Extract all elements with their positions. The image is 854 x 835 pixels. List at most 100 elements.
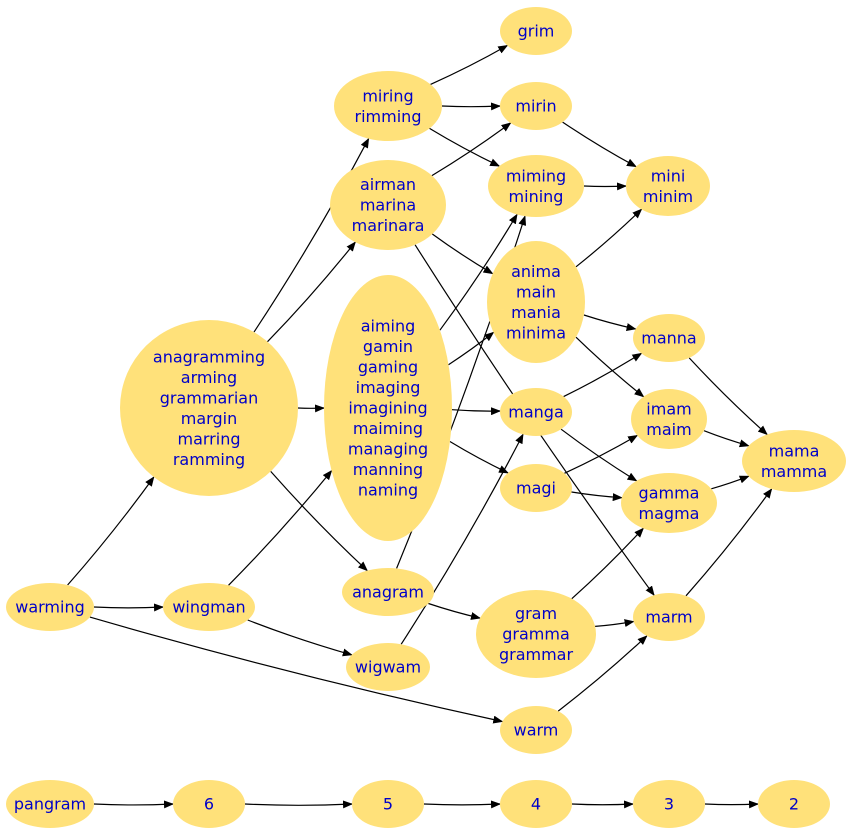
node-shape [500, 464, 572, 512]
node-label: pangram [14, 795, 86, 814]
edge-line [89, 616, 504, 724]
edge-n6-to-n5 [244, 800, 353, 809]
node-label: mamma [761, 462, 827, 481]
node-n6: 6 [173, 780, 245, 828]
edge-airman-to-anima [431, 233, 494, 275]
node-label: managing [348, 440, 428, 459]
node-pangram: pangram [6, 780, 94, 828]
node-label: anagram [352, 583, 424, 602]
edge-line [575, 208, 643, 268]
node-label: gramma [502, 625, 570, 644]
node-marm: marm [633, 593, 705, 641]
edge-miring-to-grim [430, 44, 509, 85]
node-label: wigwam [355, 658, 421, 677]
node-manna: manna [633, 314, 705, 362]
node-label: aiming [361, 317, 416, 336]
edge-anagramming-to-anagram [270, 471, 368, 572]
edge-line [67, 476, 155, 586]
edge-n5-to-n4 [423, 800, 501, 809]
node-label: wingman [172, 598, 245, 617]
node-mama: mama mamma [742, 430, 846, 492]
edge-line [563, 352, 643, 398]
edge-line [575, 336, 645, 398]
node-label: imaging [356, 378, 421, 397]
node-manga: manga [500, 388, 572, 436]
edge-miming-to-mini [583, 182, 627, 191]
node-label: marring [177, 429, 240, 448]
node-shape [476, 590, 596, 678]
node-magi: magi [500, 464, 572, 512]
node-shape [346, 643, 430, 691]
edge-gram-to-marm [595, 619, 635, 628]
node-label: 3 [664, 795, 674, 814]
edge-line [703, 430, 750, 448]
edge-line [431, 122, 512, 177]
edge-line [571, 527, 644, 600]
node-label: grammar [499, 645, 574, 664]
edge-line [704, 800, 759, 809]
nodes: grimmiringrimmingmirinairmanmarinamarina… [6, 7, 846, 828]
node-n5: 5 [352, 780, 424, 828]
edge-wingman-to-aiming [228, 469, 333, 586]
edge-warm-to-marm [557, 635, 648, 712]
node-shape [163, 583, 255, 631]
node-label: grammarian [160, 388, 258, 407]
edge-aiming-to-miming [439, 213, 518, 331]
edge-airman-to-mirin [431, 122, 512, 177]
edge-line [429, 127, 501, 167]
node-label: miring [362, 86, 413, 105]
edge-line [93, 603, 164, 612]
node-shape [6, 583, 94, 631]
node-label: marina [360, 196, 416, 215]
node-shape [487, 241, 585, 363]
node-wigwam: wigwam [346, 643, 430, 691]
node-mirin: mirin [500, 82, 572, 130]
node-wingman: wingman [163, 583, 255, 631]
edge-line [441, 102, 501, 111]
node-shape [334, 71, 442, 141]
node-shape [758, 780, 830, 828]
edge-line [685, 488, 773, 597]
edge-magi-to-gamma [571, 491, 623, 502]
node-n3: 3 [633, 780, 705, 828]
edge-gamma-to-mama [711, 475, 750, 490]
edge-anima-to-imam [575, 336, 645, 398]
edge-line [93, 800, 174, 809]
node-shape [633, 593, 705, 641]
node-label: gaming [358, 358, 418, 377]
node-label: anima [511, 262, 561, 281]
node-shape [500, 82, 572, 130]
node-label: magi [516, 479, 556, 498]
node-label: mini [651, 166, 686, 185]
node-label: gamin [363, 337, 413, 356]
node-label: mania [511, 303, 561, 322]
edge-wingman-to-wigwam [247, 619, 353, 657]
edge-line [583, 314, 637, 331]
edge-line [400, 433, 524, 645]
node-label: margin [181, 409, 237, 428]
node-anagram: anagram [342, 568, 434, 616]
node-label: 5 [383, 795, 393, 814]
node-shape [120, 320, 298, 496]
edge-anima-to-manna [583, 314, 637, 331]
edge-line [571, 800, 634, 809]
node-label: mama [769, 441, 820, 460]
edge-line [267, 241, 356, 343]
node-label: marinara [352, 216, 425, 235]
edge-line [423, 800, 501, 809]
node-label: imagining [348, 399, 427, 418]
edge-n4-to-n3 [571, 800, 634, 809]
node-label: warming [15, 598, 85, 617]
edge-gram-to-gamma [571, 527, 644, 600]
node-label: imam [646, 399, 691, 418]
node-warm: warm [500, 706, 572, 754]
node-shape [633, 780, 705, 828]
node-anagramming: anagrammingarminggrammarianmarginmarring… [120, 320, 298, 496]
edge-warming-to-wingman [93, 603, 164, 612]
node-shape [500, 706, 572, 754]
edge-imam-to-mama [703, 430, 750, 448]
node-grim: grim [500, 7, 572, 55]
